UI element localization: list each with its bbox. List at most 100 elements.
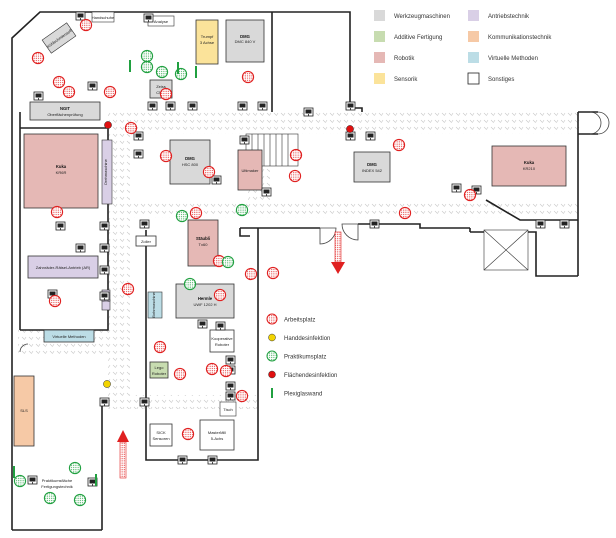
workplace-marker [62, 85, 76, 99]
exit-arrow-up [117, 430, 129, 479]
workstation-symbol [239, 135, 250, 145]
workplace-marker [205, 362, 219, 376]
marker-legend-symbol [268, 370, 276, 379]
marker-legend-label: Arbeitsplatz [284, 318, 315, 324]
workstation-symbol [165, 101, 176, 111]
machine-vmfm: Virtuelle Methoden [43, 329, 95, 343]
machine-label: Hermle [198, 296, 213, 301]
workstation-symbol [133, 131, 144, 141]
machine-label: UWF 1202 H [193, 302, 216, 307]
machine-label: Stäubli [196, 236, 210, 241]
workstation-symbol [365, 131, 376, 141]
machine-label: Trumpf [201, 34, 214, 39]
machine-kuka-right: Kuka KR210 [491, 145, 567, 187]
workplace-marker [159, 149, 173, 163]
workstation-symbol [207, 455, 218, 465]
marker-legend-label: Handdesinfektion [284, 336, 330, 342]
machine-label: DMG [367, 162, 377, 167]
legend-item: Additive Fertigung [374, 31, 442, 42]
workplace-marker [159, 87, 173, 101]
machine-label: Kuka [56, 164, 67, 169]
workstation-symbol [369, 219, 380, 229]
workplace-marker [289, 148, 303, 162]
machine-label: Drehmaschine [103, 158, 108, 185]
workplace-marker [398, 206, 412, 220]
workstation-symbol [211, 175, 222, 185]
doors [19, 111, 610, 353]
workplace-marker [241, 70, 255, 84]
machine-ultimaker: Ultimaker [237, 149, 263, 191]
workplace-marker [173, 367, 187, 381]
machine-dmg-right: DMG INDEX 542 [353, 151, 391, 183]
machine-trumpf: Trumpf 3 Achse [195, 19, 219, 65]
workplace-marker [463, 188, 477, 202]
practice-marker [68, 461, 82, 475]
workstation-symbol [197, 319, 208, 329]
workstation-symbol [225, 381, 236, 391]
practice-marker [183, 277, 197, 291]
workstation-symbol [177, 455, 188, 465]
machine-hermle: Hermle UWF 1202 H [175, 283, 235, 319]
machine-label: MasterMill [208, 430, 226, 435]
workstation-symbol [55, 221, 66, 231]
marker-legend-item: Plexiglaswand [271, 388, 322, 398]
machine-label: DMG [240, 34, 250, 39]
machine-dmg-mid: DMG HSC 800 [169, 139, 211, 185]
practice-marker [140, 60, 154, 74]
workstation-symbol [27, 475, 38, 485]
workstation-symbol [99, 221, 110, 231]
marker-legend-label: Plexiglaswand [284, 392, 322, 398]
workplace-marker [189, 206, 203, 220]
workstation-symbol [225, 391, 236, 401]
machine-label: Sensoren [152, 436, 169, 441]
workplace-marker [213, 288, 227, 302]
machine-label: NGIT [60, 106, 70, 111]
machine-label: Bohrmaschine [151, 291, 156, 317]
plexiglass-walls [13, 60, 197, 486]
practice-marker [235, 203, 249, 217]
workstation-symbol [139, 397, 150, 407]
workstation-symbol [99, 291, 110, 301]
legend-swatch [467, 72, 480, 85]
machine-label: Lego [155, 365, 165, 370]
practice-marker [43, 491, 57, 505]
machine-label: HSC 800 [182, 162, 199, 167]
machine-label: Praktikumsfläche [42, 478, 73, 483]
marker-legend-symbol [266, 350, 278, 362]
legend-item: Virtuelle Methoden [468, 52, 538, 63]
workplace-marker [244, 267, 258, 281]
workstation-symbol [535, 219, 546, 229]
machine-label: Oberflächenprüfung [47, 112, 82, 117]
workstation-symbol [139, 219, 150, 229]
workstation-symbol [75, 11, 86, 21]
workplace-marker [219, 364, 233, 378]
machine-label: KR6R [56, 170, 67, 175]
legend-swatch [468, 10, 479, 21]
machine-label: SLS [20, 408, 28, 413]
machine-label: Handschuhe [92, 15, 115, 20]
workstation-symbol [99, 397, 110, 407]
machine-label: Zahnräder-Rätsel-Antrieb (AR) [36, 265, 91, 270]
legend-label: Antriebstechnik [488, 14, 530, 20]
legend-label: Kommunikationstechnik [488, 35, 552, 41]
machine-label: DMU [101, 298, 110, 303]
machine-label: Roboter [152, 371, 167, 376]
machine-tisch: Tisch [219, 401, 237, 417]
practice-marker [221, 255, 235, 269]
machine-bohr: Bohrmaschine [147, 291, 163, 319]
machine-label: Ultimaker [242, 168, 260, 173]
machine-label: 3 Achse [200, 40, 215, 45]
workplace-marker [50, 205, 64, 219]
machine-label: KR210 [523, 166, 536, 171]
machines: Kuka KR6R Kuka KR210 DMG DMC 840 V DMG H… [13, 11, 567, 489]
workplace-marker [202, 165, 216, 179]
legend-item: Sensorik [374, 73, 418, 84]
machine-ngit: NGIT Oberflächenprüfung [29, 101, 101, 121]
machine-sls: SLS [13, 375, 35, 447]
workplace-marker [103, 85, 117, 99]
workstation-symbol [345, 101, 356, 111]
marker-legend-item: Arbeitsplatz [266, 313, 315, 325]
machine-gloves: Handschuhe [91, 11, 115, 23]
machine-staubli: Stäubli Tx60 [187, 219, 219, 267]
